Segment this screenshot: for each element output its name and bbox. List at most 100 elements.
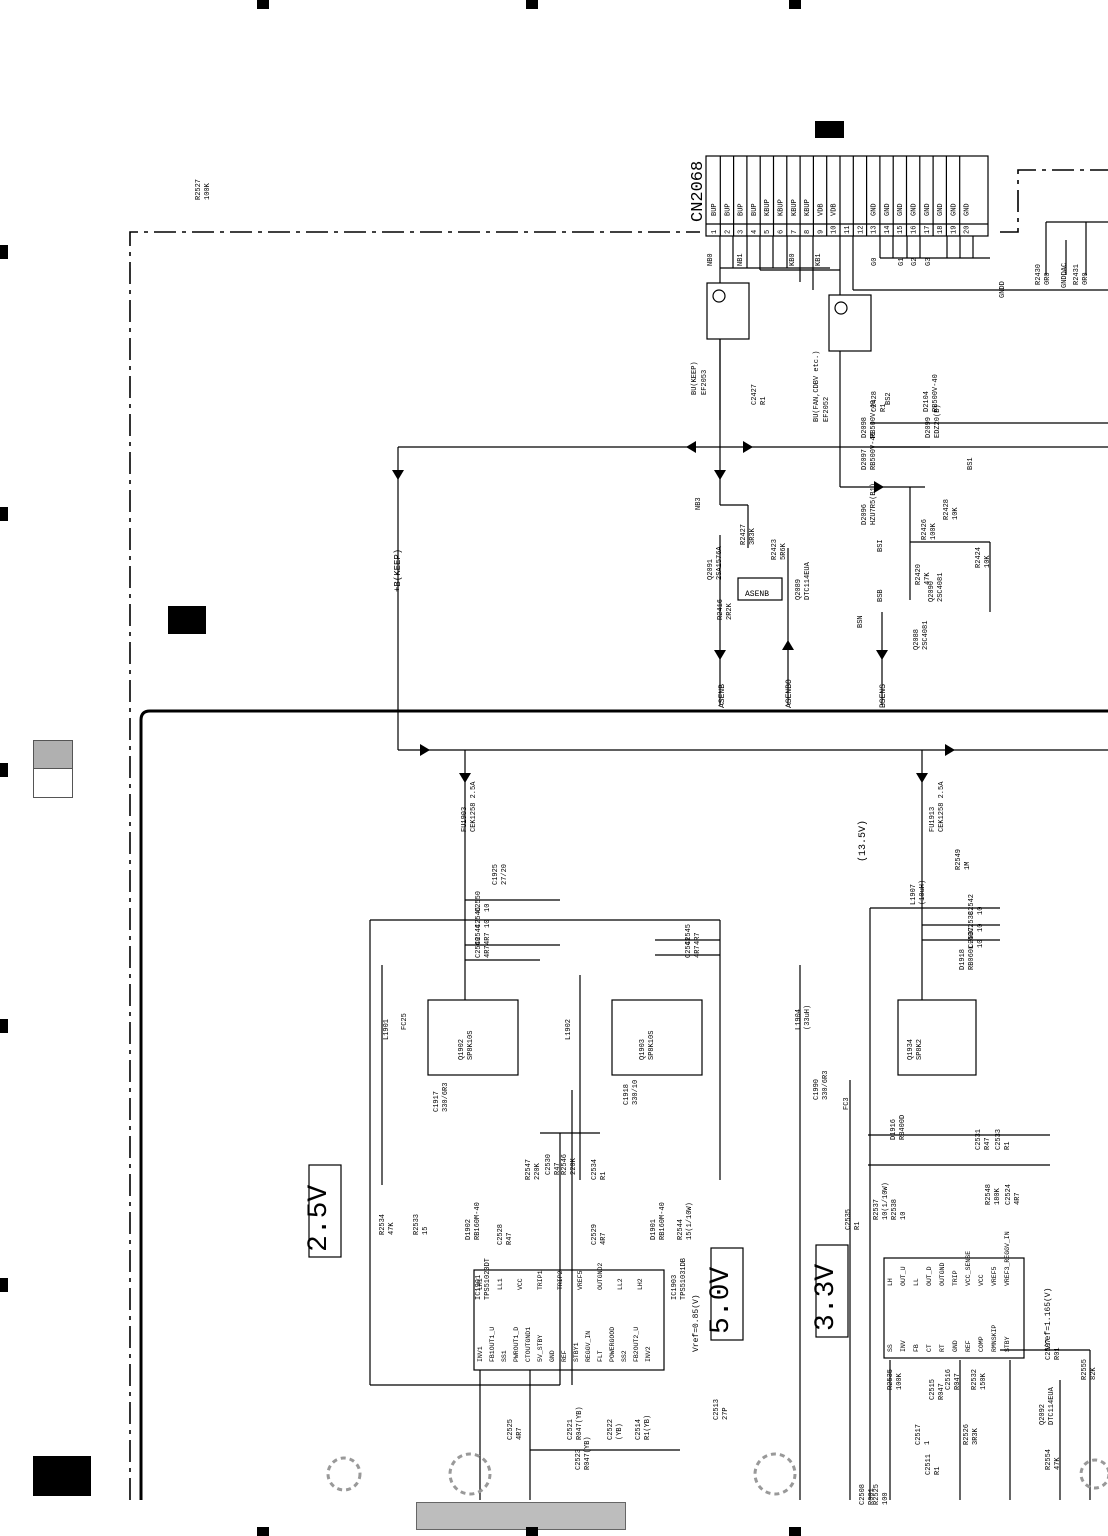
section-marker-white [33,768,73,798]
ic1901-pin-left: STBY1 [573,1342,580,1362]
ic1901-pin-left: PWROUT1_D [513,1327,520,1362]
rail-box-2v5 [308,1164,342,1258]
component-value: 4R7 [516,1427,524,1440]
component-ref: R2527 [195,179,203,200]
ic1903-pin-left: RMNSKIP [991,1325,998,1352]
filter-ef2052 [828,294,872,352]
ic1901-pin-left: SS1 [501,1350,508,1362]
component-ref: R2424 [975,547,983,568]
ic1901-pin-left: 5V_STBY [537,1335,544,1362]
component-value: 100K [204,182,212,200]
component-value: 100 [882,1492,890,1505]
component-ref: D1918 [959,949,967,970]
connector-pin-label: KBUP [804,199,812,216]
connector-pin-number: 16 [911,226,919,234]
connector-pin-label: GND [897,203,905,216]
component-ref: C2511 [925,1454,933,1475]
component-value: (33uH) [804,1005,812,1030]
ic1901-pin-left: INV2 [645,1346,652,1362]
connector-pin-label: VDB [817,203,825,216]
component-ref: C2546 [475,907,483,928]
net-asenbo: ASENBO [785,679,794,708]
arrow-glyphs [392,441,955,783]
ic1901-pin-left: GND [549,1350,556,1362]
ghost-mark-3 [753,1452,797,1496]
component-value: R47 [554,1162,562,1175]
component-ref: R2430 [1035,264,1043,285]
reg-mark-left-4 [0,1019,8,1033]
component-value: R047(YB) [584,1436,592,1470]
net-13v5: (13.5V) [857,820,869,862]
page-footer-bar [416,1502,626,1530]
component-value: 10 [977,940,985,948]
component-ref: C2541 [685,937,693,958]
ic1901-pin-right: VREF5 [577,1270,584,1290]
component-value: 47K [388,1222,396,1235]
component-value: RB160M-40 [474,1202,482,1240]
ef2052-coil [834,301,848,315]
net-bsn: BSN [857,615,865,628]
component-value: EDZ20(B) [934,404,942,438]
component-value: 0R0 [1082,272,1090,285]
q1903-box [611,999,703,1076]
ic1903-pin-left: FB [913,1344,920,1352]
component-ref: C2428 [871,391,879,412]
component-value: 220K [570,1157,578,1175]
reg-mark-top-3 [789,0,801,9]
ic1901-pin-left: FB1OUT1_U [489,1327,496,1362]
component-ref: R2420 [915,564,923,585]
ghost-mark-2 [448,1452,492,1496]
component-ref: C2514 [635,1419,643,1440]
component-value: 5R6K [780,542,788,560]
component-value: RB400D [899,1115,907,1140]
component-ref: R2555 [1081,1359,1089,1380]
ic1901-pin-right: TRIP1 [537,1270,544,1290]
component-value: HZU7R5(B1) [870,483,878,525]
connector-pin-number: 17 [924,226,932,234]
component-ref: C2521 [567,1419,575,1440]
component-ref: R2427 [740,524,748,545]
connector-pin-number: 13 [871,226,879,234]
component-ref: C2545 [685,924,693,945]
component-value: 27P [722,1407,730,1420]
component-ref: C2531 [975,1129,983,1150]
component-value: R47 [984,1137,992,1150]
ef2053-coil [712,289,726,303]
ic1901-pin-left: REGGV_IN [585,1331,592,1362]
connector-pin-number: 5 [764,230,772,234]
ic1903-pin-right: OUT_U [900,1266,907,1286]
component-ref: R2416 [717,599,725,620]
component-value: 10 [977,924,985,932]
component-ref: R2534 [379,1214,387,1235]
component-value: RB160M-40 [659,1202,667,1240]
component-value: RB500V-40 [870,432,878,470]
component-value: 100K [896,1372,904,1390]
component-value: 3R3K [749,527,757,545]
component-ref: Q2092 [1039,1404,1047,1425]
component-ref: Q1903 [639,1039,647,1060]
net-keep: +B(KEEP) [393,549,403,592]
component-ref: R2554 [1045,1449,1053,1470]
component-ref: C2540 [475,937,483,958]
connector-pin-label: KBUP [791,199,799,216]
component-ref: C2535 [845,1209,853,1230]
component-value: R1 [600,1172,608,1180]
component-value: R001 [868,1488,876,1505]
ic1903-pin-left: GND [952,1340,959,1352]
connector-pin-number: 20 [964,226,972,234]
component-ref: C2537 [968,927,976,948]
net-gndd: GNDD [999,281,1007,298]
connector-pin-label: GND [964,203,972,216]
component-ref: R2532 [971,1369,979,1390]
component-ref: Q2088 [913,629,921,650]
ic1903-pin-right: OUTGND [939,1262,946,1286]
board-outline-dashed-right [1000,169,1108,233]
component-value: 0R0 [1044,272,1052,285]
connector-net-label: NB1 [737,253,745,266]
filter-ef2053 [706,282,750,340]
component-ref: D2098 [861,417,869,438]
connector-pin-number: 10 [831,226,839,234]
component-ref: C2515 [929,1379,937,1400]
component-value: 10 [484,920,492,928]
